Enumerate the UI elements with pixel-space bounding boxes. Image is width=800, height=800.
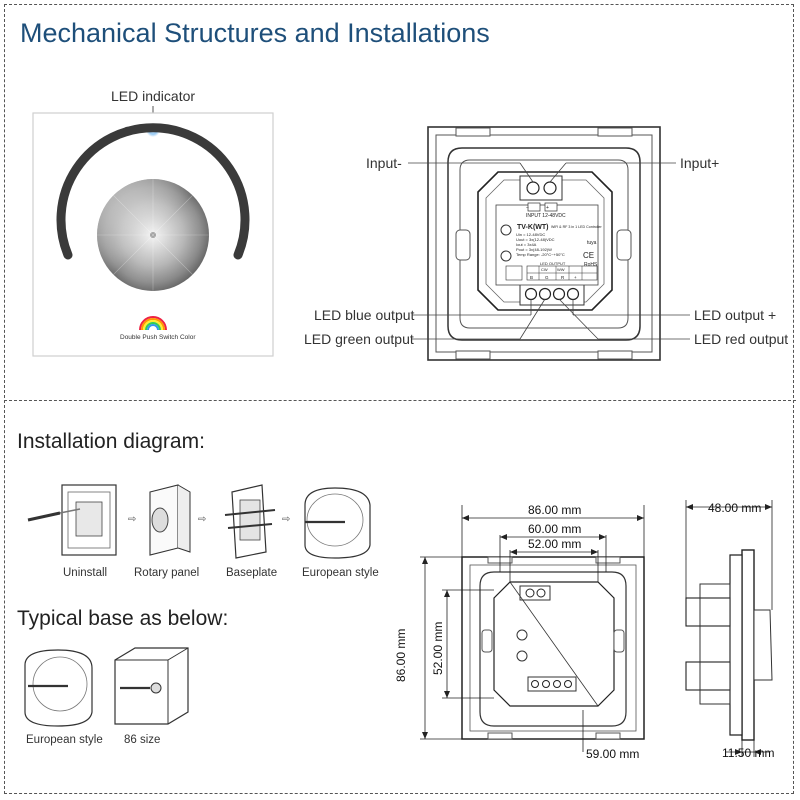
typical-base-heading: Typical base as below: — [17, 607, 229, 630]
dim-bottom: 59.00 mm — [586, 747, 640, 761]
label-led-blue-output: LED blue output — [314, 307, 415, 323]
base-86-size: 86 size — [124, 734, 161, 746]
installation-heading: Installation diagram: — [17, 430, 205, 453]
page-title: Mechanical Structures and Installations — [20, 18, 490, 48]
label-led-red-output: LED red output — [694, 331, 789, 347]
dim-depth: 48.00 mm — [708, 501, 762, 515]
page-frame — [4, 4, 794, 794]
section-divider — [4, 400, 796, 401]
step-uninstall: Uninstall — [63, 567, 108, 579]
led-indicator-label: LED indicator — [111, 88, 196, 104]
label-led-output-plus: LED output + — [694, 307, 777, 323]
step-rotary-panel: Rotary panel — [134, 567, 200, 579]
dim-width-outer: 86.00 mm — [528, 503, 582, 517]
step-baseplate: Baseplate — [226, 567, 278, 579]
label-input-plus: Input+ — [680, 155, 720, 171]
dim-width-inner: 52.00 mm — [528, 537, 582, 551]
base-european-style: European style — [26, 734, 103, 746]
step-european-style: European style — [302, 567, 379, 579]
dim-height-inner: 52.00 mm — [431, 621, 445, 675]
label-input-minus: Input- — [366, 155, 402, 171]
dim-width-mid: 60.00 mm — [528, 522, 582, 536]
dim-thickness: 11.50 mm — [722, 746, 775, 760]
label-led-green-output: LED green output — [304, 331, 414, 347]
panel-caption: Double Push Switch Color — [120, 334, 196, 341]
dim-height-outer: 86.00 mm — [394, 628, 408, 682]
